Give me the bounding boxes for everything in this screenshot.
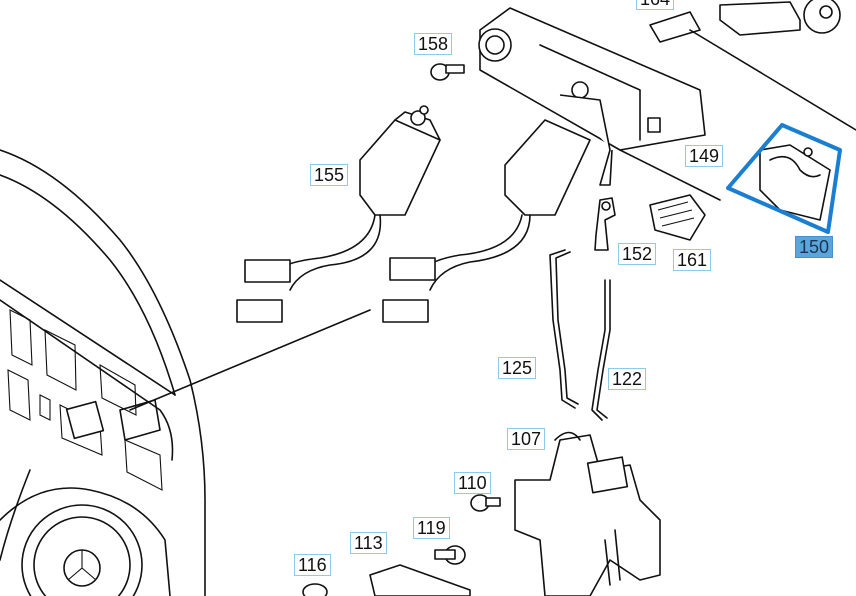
part-150-handle	[726, 123, 842, 234]
part-149-lock-assembly	[478, 7, 721, 201]
part-125-rod	[549, 249, 579, 409]
part-119-screw	[434, 545, 466, 565]
selection-outline	[726, 123, 842, 234]
callout-155[interactable]: 155	[310, 164, 349, 186]
part-110-screw	[470, 494, 501, 512]
callout-122[interactable]: 122	[608, 368, 647, 390]
part-158-screw	[430, 63, 465, 81]
callout-119[interactable]: 119	[413, 517, 450, 539]
vehicle-body-illustration	[0, 149, 371, 596]
part-152-bracket	[594, 197, 616, 251]
callout-158[interactable]: 158	[414, 33, 453, 55]
part-116-clip	[302, 583, 328, 596]
part-161-button	[649, 194, 706, 241]
callout-110[interactable]: 110	[454, 472, 491, 494]
callout-152[interactable]: 152	[618, 243, 657, 265]
part-164-key	[649, 0, 856, 131]
callout-161[interactable]: 161	[673, 249, 712, 271]
callout-107[interactable]: 107	[507, 428, 546, 450]
part-155-actuator	[236, 105, 441, 323]
callout-149[interactable]: 149	[685, 145, 724, 167]
part-155-actuator-second	[382, 119, 591, 323]
callout-116[interactable]: 116	[294, 554, 331, 576]
callout-150[interactable]: 150	[795, 236, 834, 258]
part-107-lock-mechanism	[514, 431, 661, 596]
part-122-rod	[591, 279, 611, 421]
callout-164[interactable]: 164	[636, 0, 675, 10]
part-113-plate	[369, 564, 471, 596]
callout-125[interactable]: 125	[498, 357, 537, 379]
callout-113[interactable]: 113	[350, 532, 387, 554]
